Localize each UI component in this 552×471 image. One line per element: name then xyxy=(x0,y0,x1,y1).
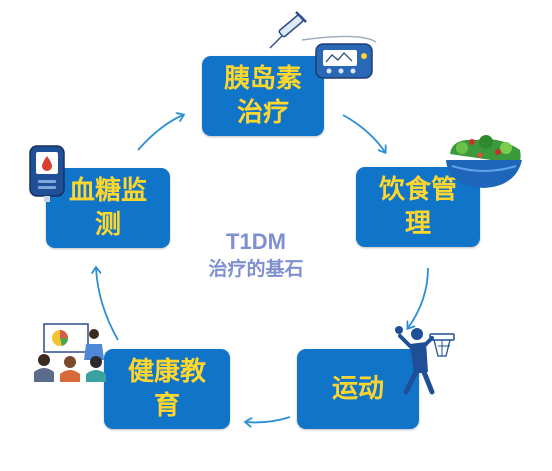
node-label-line: 血糖监 xyxy=(68,176,147,206)
node-diet-management: 饮食管 理 xyxy=(356,167,480,247)
arrow-monitoring-to-insulin xyxy=(137,115,183,151)
node-label-line: 饮食管 xyxy=(378,175,457,205)
arrow-insulin-to-diet xyxy=(342,114,385,152)
node-glucose-monitoring: 血糖监 测 xyxy=(46,168,170,248)
node-exercise: 运动 xyxy=(297,349,419,429)
node-label-line: 育 xyxy=(153,391,180,421)
arrow-exercise-to-education xyxy=(246,416,291,422)
node-label-line: 理 xyxy=(404,209,431,239)
node-label-line: 胰岛素 xyxy=(223,64,302,94)
center-title: T1DM xyxy=(226,229,286,254)
node-label-line: 测 xyxy=(94,210,121,240)
node-label-line: 治疗 xyxy=(236,98,289,128)
arrow-education-to-monitoring xyxy=(96,268,119,341)
node-label-line: 健康教 xyxy=(127,357,206,387)
arrow-diet-to-exercise xyxy=(408,267,429,328)
node-insulin-therapy: 胰岛素 治疗 xyxy=(202,56,324,136)
center-caption: T1DM 治疗的基石 xyxy=(186,228,326,282)
node-label-line: 运动 xyxy=(331,374,384,404)
node-health-education: 健康教 育 xyxy=(104,349,230,429)
center-subtitle: 治疗的基石 xyxy=(208,258,304,280)
